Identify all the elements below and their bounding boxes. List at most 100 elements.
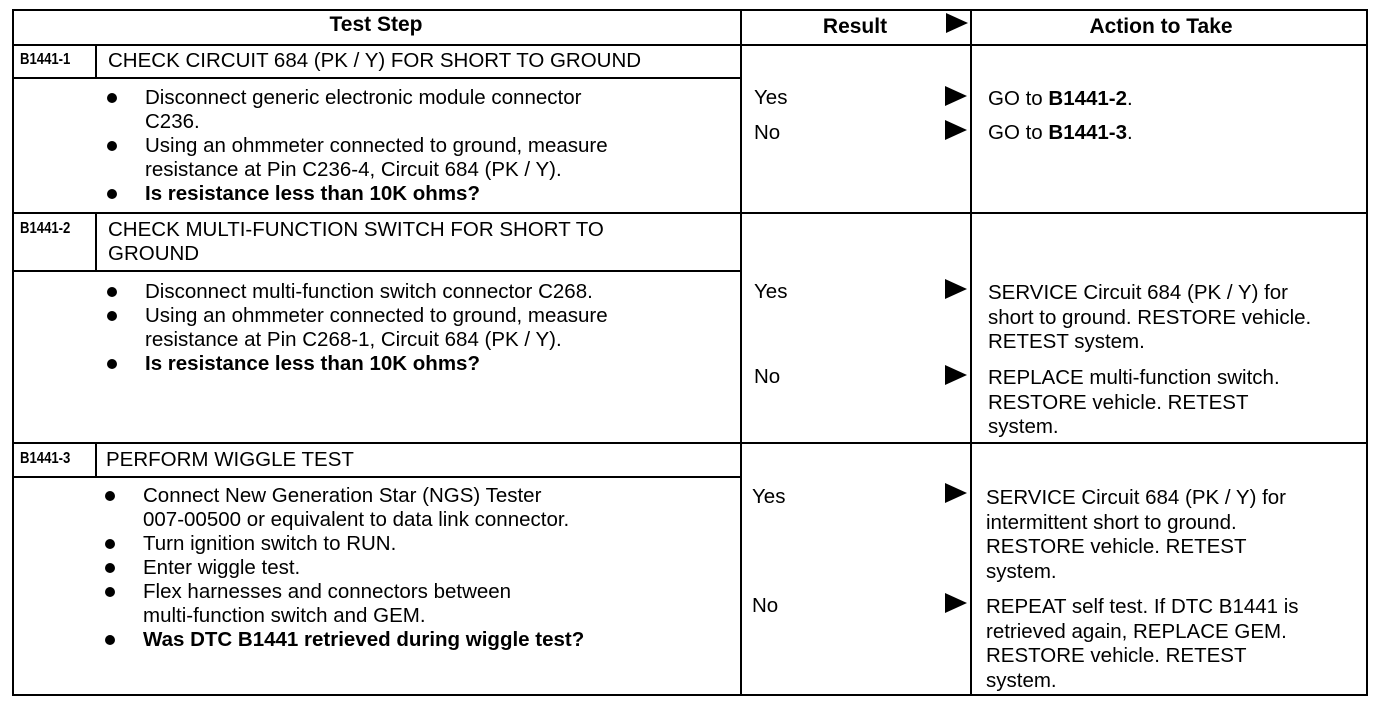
rule	[95, 442, 97, 478]
step-id: B1441-2	[20, 220, 71, 237]
bullet-line: multi-function switch and GEM.	[143, 604, 426, 627]
bullet-line: resistance at Pin C236-4, Circuit 684 (P…	[145, 158, 562, 181]
action-text: REPEAT self test. If DTC B1441 is retrie…	[986, 595, 1299, 693]
step-id: B1441-1	[20, 51, 71, 68]
action-line: system.	[986, 559, 1057, 583]
rule	[95, 212, 97, 272]
bullet-line: Disconnect multi-function switch connect…	[145, 280, 593, 303]
bullet-icon	[107, 93, 117, 103]
bullet-line: 007-00500 or equivalent to data link con…	[143, 508, 570, 531]
bullet-item-question: Is resistance less than 10K ohms?	[107, 352, 608, 376]
bullet-item-question: Is resistance less than 10K ohms?	[107, 182, 608, 206]
rule	[12, 9, 14, 696]
action-line: RESTORE vehicle. RETEST	[986, 535, 1247, 558]
rule	[12, 694, 1368, 696]
arrow-right-icon	[945, 86, 967, 106]
header-result: Result	[822, 15, 888, 38]
bullet-item: Using an ohmmeter connected to ground, m…	[107, 134, 608, 182]
action-line: retrieved again, REPLACE GEM.	[986, 619, 1287, 643]
arrow-right-icon	[945, 279, 967, 299]
bullet-item: Using an ohmmeter connected to ground, m…	[107, 304, 608, 352]
step-bullets: Disconnect multi-function switch connect…	[107, 280, 608, 376]
action-text: GO to B1441-2.	[988, 87, 1133, 112]
header-test-step: Test Step	[329, 13, 423, 36]
bullet-icon	[105, 635, 115, 645]
bullet-line: Connect New Generation Star (NGS) Tester	[143, 484, 542, 507]
rule	[12, 77, 740, 79]
rule	[12, 476, 740, 478]
step-bullets: Connect New Generation Star (NGS) Tester…	[105, 484, 584, 652]
bullet-item: Disconnect multi-function switch connect…	[107, 280, 608, 304]
rule	[1366, 9, 1368, 696]
action-line: RESTORE vehicle. RETEST	[986, 644, 1247, 667]
bullet-icon	[107, 359, 117, 369]
action-prefix: GO to	[988, 87, 1049, 110]
action-line: SERVICE Circuit 684 (PK / Y) for	[988, 281, 1289, 304]
bullet-icon	[105, 587, 115, 597]
rule	[12, 9, 1368, 11]
result-yes: Yes	[752, 485, 786, 508]
bullet-line: C236.	[145, 110, 200, 133]
rule	[95, 44, 97, 79]
action-line: RETEST system.	[988, 330, 1145, 353]
bullet-icon	[107, 287, 117, 297]
bullet-icon	[107, 141, 117, 151]
bullet-line: Is resistance less than 10K ohms?	[145, 352, 480, 375]
rule	[12, 212, 1368, 214]
action-line: SERVICE Circuit 684 (PK / Y) for	[986, 486, 1287, 509]
step-id: B1441-3	[20, 450, 71, 467]
bullet-item: Enter wiggle test.	[105, 556, 584, 580]
action-line: system.	[988, 415, 1059, 438]
action-text: GO to B1441-3.	[988, 121, 1133, 146]
rule	[740, 9, 742, 696]
rule	[12, 270, 740, 272]
arrow-right-icon	[945, 120, 967, 140]
action-line: system.	[986, 668, 1057, 692]
rule	[970, 9, 972, 696]
arrow-right-icon	[945, 483, 967, 503]
action-text: SERVICE Circuit 684 (PK / Y) for intermi…	[986, 486, 1286, 584]
action-line: REPEAT self test. If DTC B1441 is	[986, 595, 1299, 618]
result-yes: Yes	[754, 280, 788, 303]
action-line: intermittent short to ground.	[986, 510, 1237, 534]
bullet-line: Using an ohmmeter connected to ground, m…	[145, 134, 608, 157]
action-step-ref: B1441-3	[1048, 121, 1128, 144]
bullet-line: Flex harnesses and connectors between	[143, 580, 512, 603]
arrow-right-icon	[945, 365, 967, 385]
result-no: No	[754, 121, 781, 144]
bullet-icon	[105, 563, 115, 573]
bullet-icon	[105, 539, 115, 549]
bullet-item: Flex harnesses and connectors between mu…	[105, 580, 584, 628]
step-title-line: PERFORM WIGGLE TEST	[106, 448, 354, 471]
bullet-item: Turn ignition switch to RUN.	[105, 532, 584, 556]
step-title-line: CHECK MULTI-FUNCTION SWITCH FOR SHORT TO	[108, 218, 604, 241]
bullet-line: Using an ohmmeter connected to ground, m…	[145, 304, 608, 327]
arrow-right-icon	[945, 593, 967, 613]
bullet-line: Disconnect generic electronic module con…	[145, 86, 582, 109]
bullet-line: Enter wiggle test.	[143, 556, 301, 579]
action-text: SERVICE Circuit 684 (PK / Y) for short t…	[988, 281, 1311, 355]
step-title-line: CHECK CIRCUIT 684 (PK / Y) FOR SHORT TO …	[108, 49, 642, 72]
bullet-icon	[105, 491, 115, 501]
bullet-icon	[107, 311, 117, 321]
bullet-line: resistance at Pin C268-1, Circuit 684 (P…	[145, 328, 562, 351]
bullet-line: Was DTC B1441 retrieved during wiggle te…	[143, 628, 585, 651]
result-no: No	[752, 594, 779, 617]
bullet-item: Connect New Generation Star (NGS) Tester…	[105, 484, 584, 532]
bullet-item-question: Was DTC B1441 retrieved during wiggle te…	[105, 628, 584, 652]
arrow-right-icon	[946, 13, 968, 33]
rule	[12, 44, 1368, 46]
bullet-icon	[107, 189, 117, 199]
step-bullets: Disconnect generic electronic module con…	[107, 86, 608, 206]
step-title: PERFORM WIGGLE TEST	[106, 448, 354, 472]
action-line: REPLACE multi-function switch.	[988, 366, 1280, 389]
step-title: CHECK CIRCUIT 684 (PK / Y) FOR SHORT TO …	[108, 49, 641, 73]
action-text: REPLACE multi-function switch. RESTORE v…	[988, 366, 1280, 440]
bullet-item: Disconnect generic electronic module con…	[107, 86, 608, 134]
bullet-line: Is resistance less than 10K ohms?	[145, 182, 480, 205]
action-suffix: .	[1127, 87, 1133, 110]
step-title-line: GROUND	[108, 241, 200, 265]
header-action: Action to Take	[1089, 15, 1233, 38]
action-line: short to ground. RESTORE vehicle.	[988, 305, 1312, 329]
